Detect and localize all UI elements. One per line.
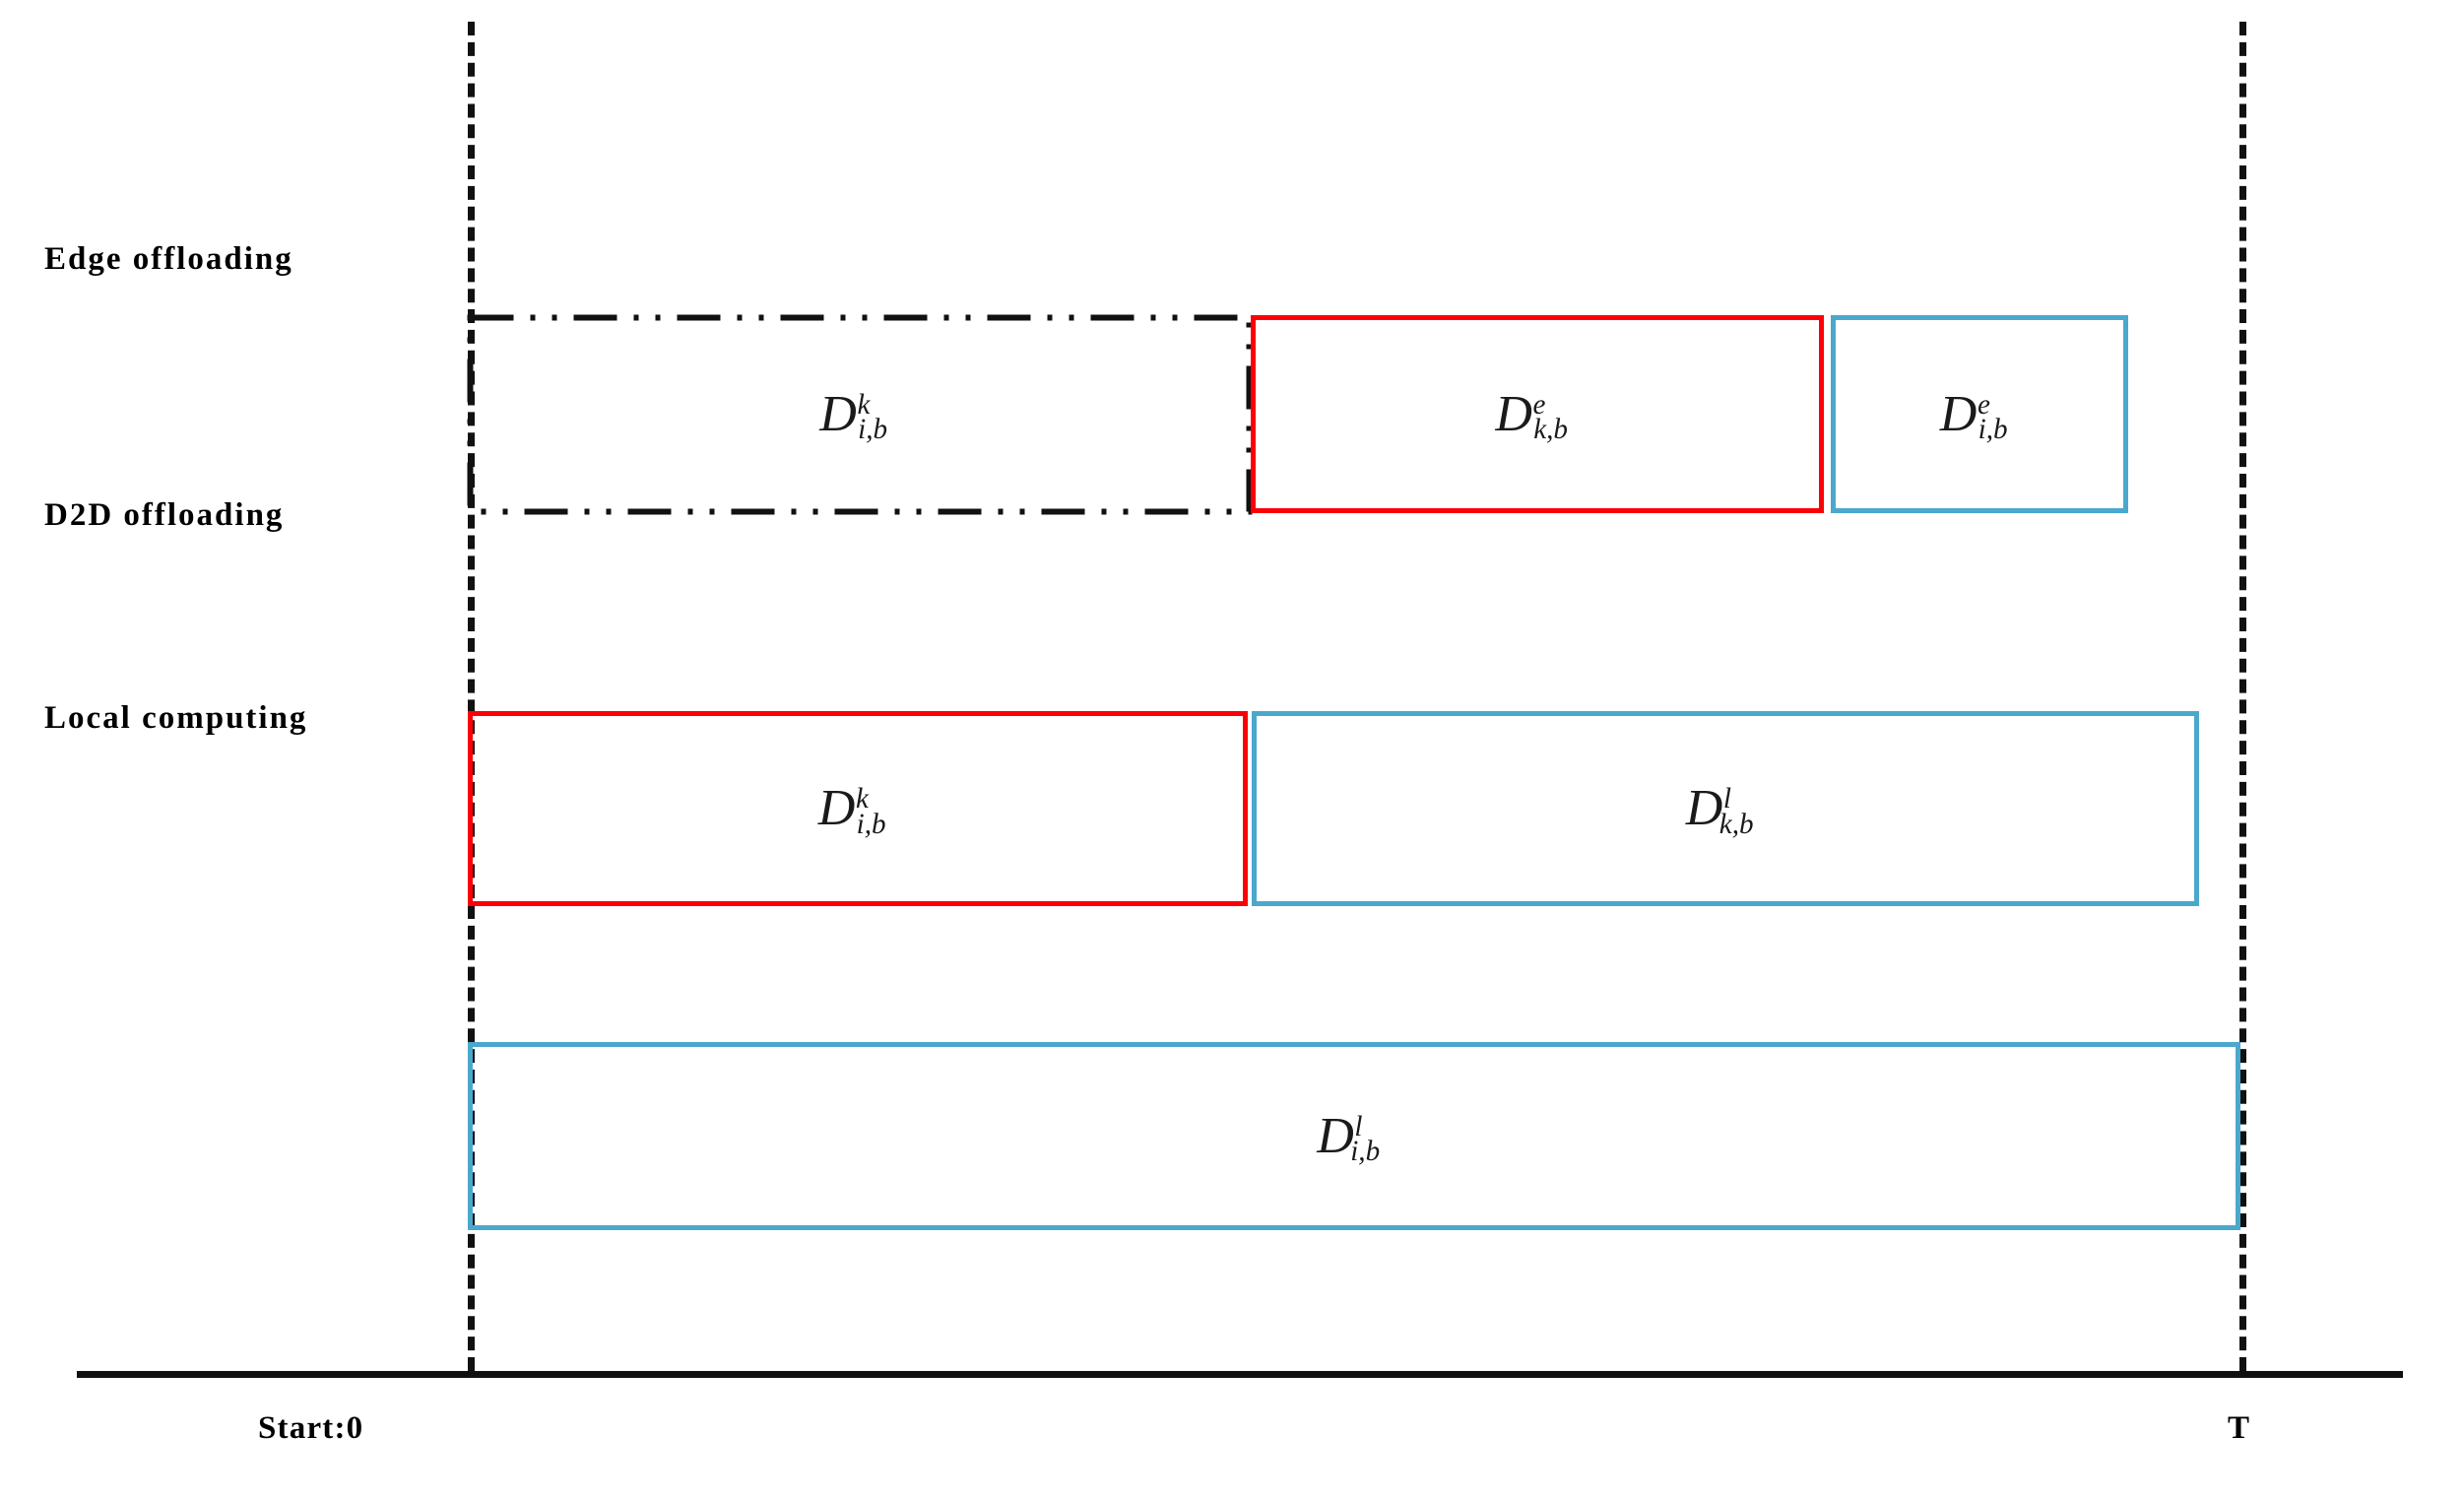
math-subscript: i,b — [1350, 1136, 1381, 1168]
math-label-D-l-ib: Dli,b — [1317, 1107, 1392, 1166]
d2d-block-transfer-k[interactable]: Dki,b — [468, 711, 1248, 906]
math-base: D — [1495, 385, 1532, 442]
edge-block-local-transfer[interactable]: Dki,b — [468, 315, 1251, 513]
math-base: D — [1939, 385, 1978, 442]
time-axis-line — [77, 1371, 2403, 1378]
math-superscript: e — [1532, 388, 1546, 421]
math-superscript: e — [1977, 388, 1990, 421]
math-base: D — [817, 780, 856, 836]
row-label-local-computing: Local computing — [44, 700, 308, 736]
math-label-D-e-kb: Dek,b — [1495, 385, 1579, 444]
math-subscript: i,b — [856, 808, 886, 840]
edge-block-edge-compute-i[interactable]: Dei,b — [1831, 315, 2128, 513]
math-label-D-k-ib: Dki,b — [819, 385, 898, 444]
math-superscript: k — [855, 783, 869, 816]
math-label-D-e-ib: Dei,b — [1939, 385, 2019, 444]
math-superscript: l — [1722, 783, 1732, 816]
math-label-D-k-ib-d2d: Dki,b — [817, 780, 897, 839]
math-superscript: k — [857, 388, 871, 421]
local-block-compute-i[interactable]: Dli,b — [468, 1042, 2240, 1230]
row-label-d2d-offloading: D2D offloading — [44, 497, 285, 533]
math-subscript: i,b — [1978, 414, 2008, 446]
math-base: D — [819, 385, 857, 442]
d2d-block-local-compute-k[interactable]: Dlk,b — [1252, 711, 2199, 906]
math-base: D — [1317, 1107, 1354, 1164]
math-base: D — [1685, 780, 1723, 836]
row-label-edge-offloading: Edge offloading — [44, 241, 293, 277]
time-marker-start-line — [468, 22, 475, 1371]
axis-label-start: Start:0 — [258, 1410, 364, 1446]
math-subscript: k,b — [1533, 414, 1568, 446]
time-marker-end-line — [2239, 22, 2246, 1371]
edge-block-edge-compute-k[interactable]: Dek,b — [1251, 315, 1824, 513]
math-subscript: i,b — [858, 414, 888, 446]
axis-label-end: T — [2228, 1410, 2251, 1446]
math-label-D-l-kb: Dlk,b — [1685, 780, 1765, 839]
math-subscript: k,b — [1718, 808, 1754, 840]
math-superscript: l — [1354, 1110, 1363, 1142]
